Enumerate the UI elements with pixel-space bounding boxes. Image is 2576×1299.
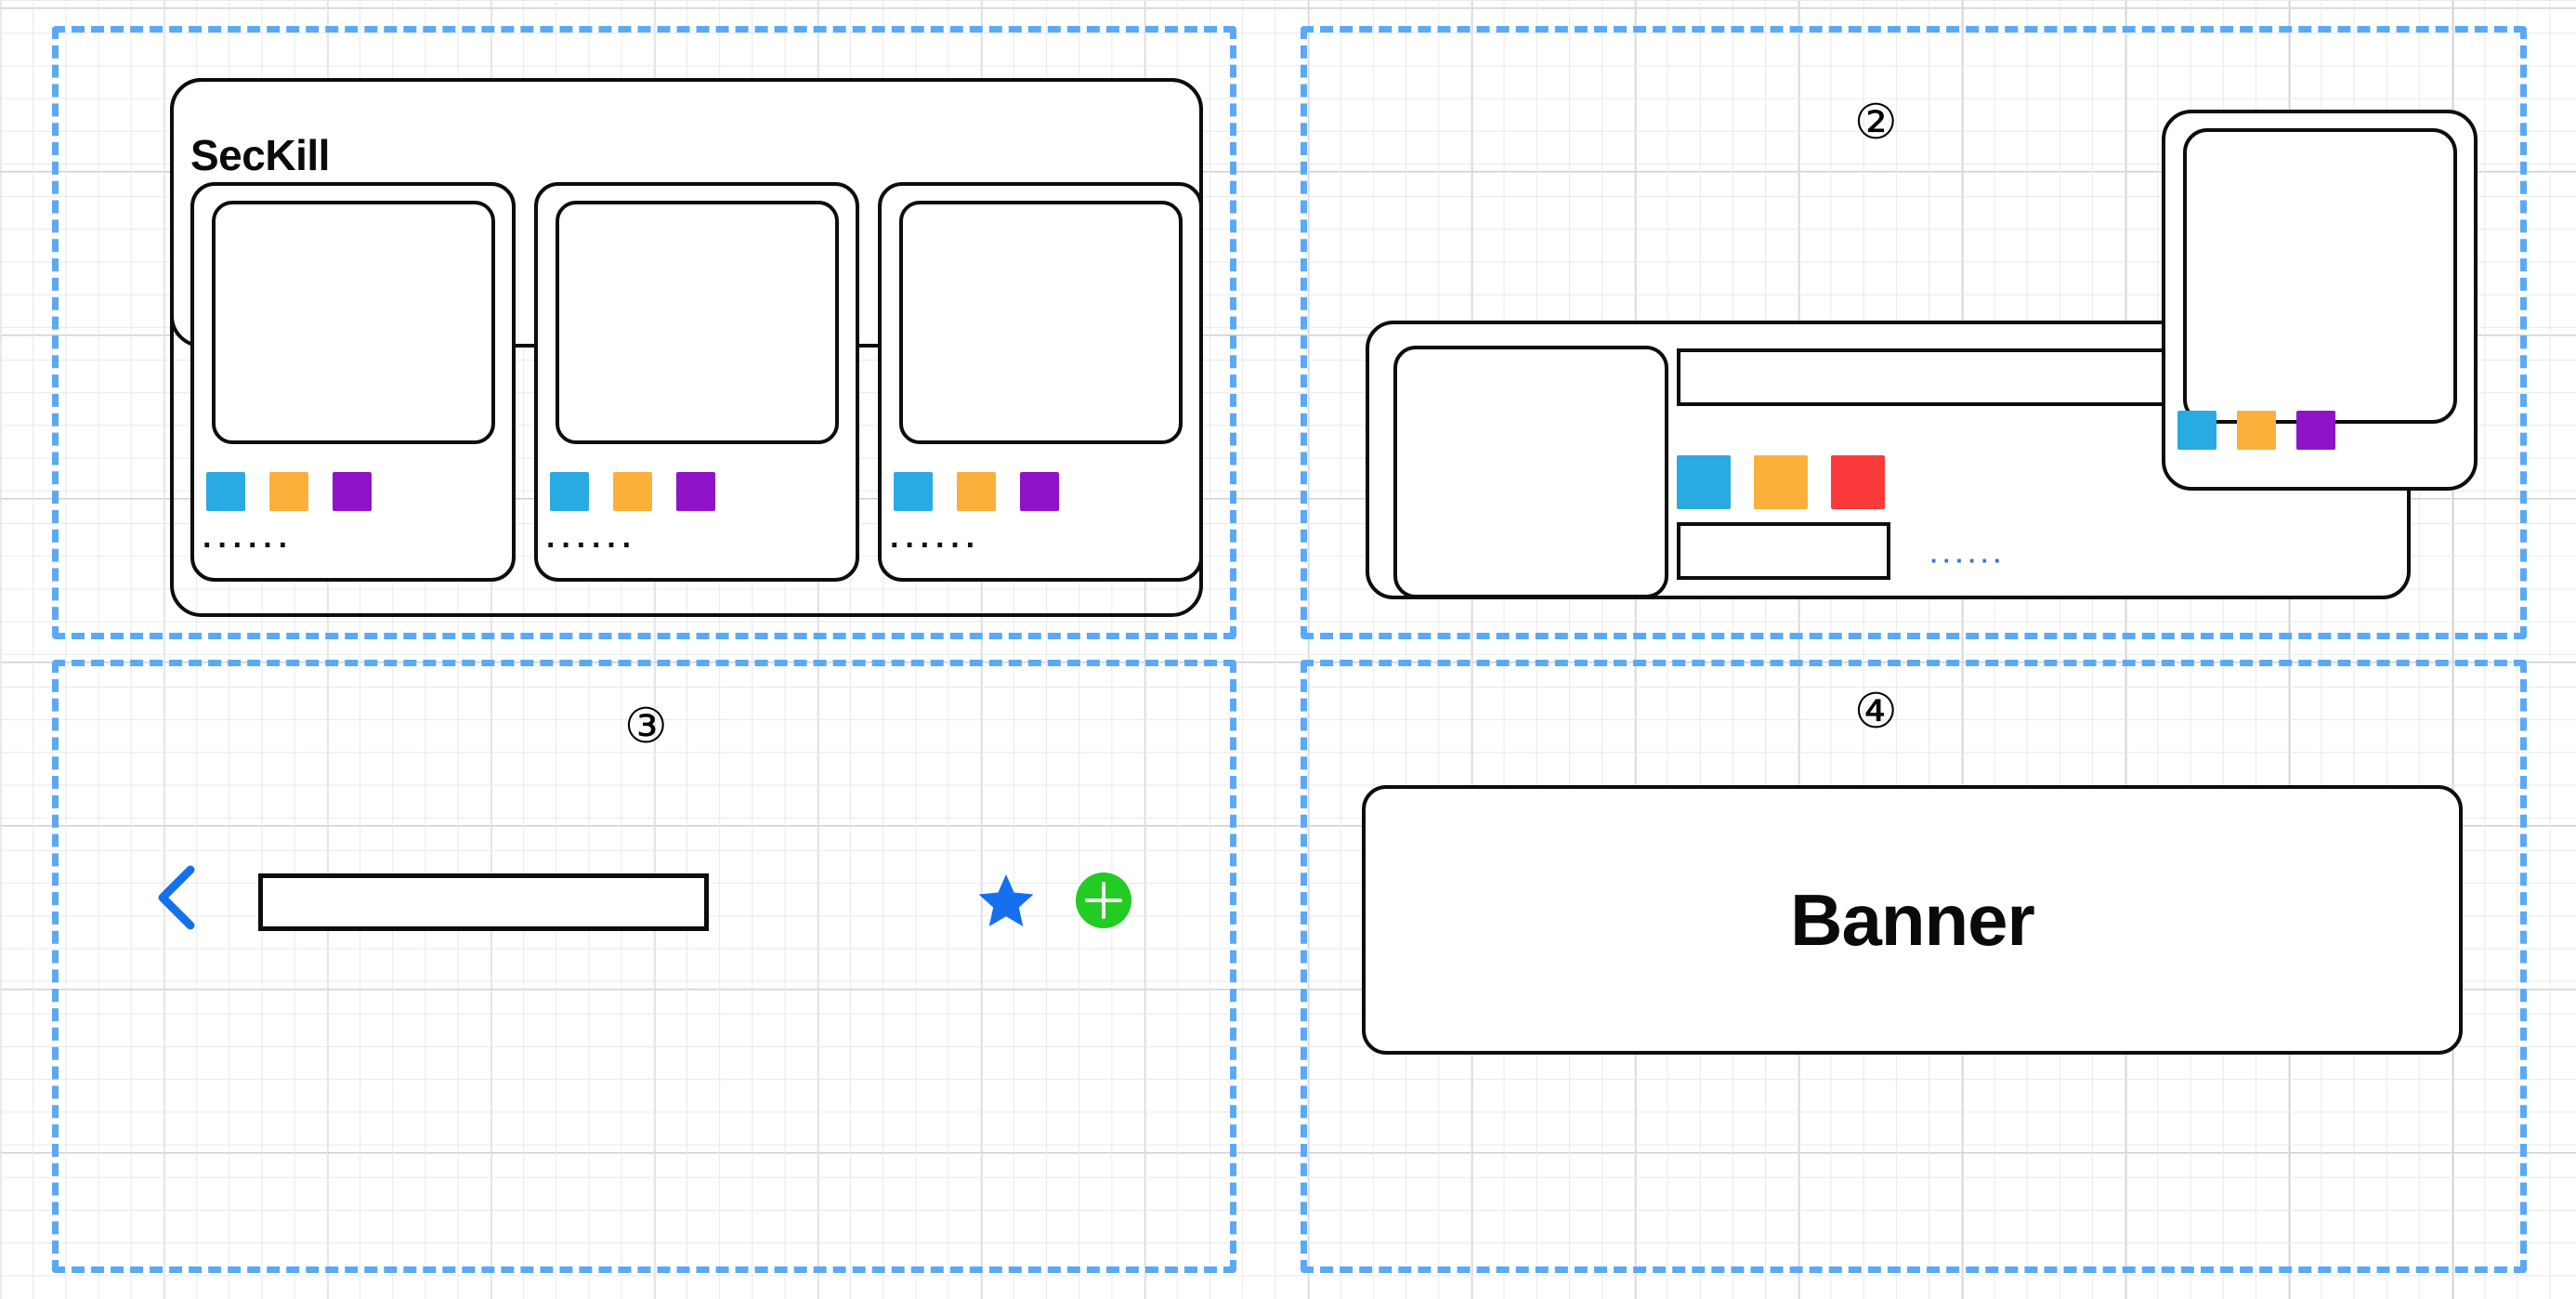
- seckill-card-2-chip-purple: [676, 472, 715, 511]
- quadrant-guide-2: [1301, 26, 2527, 639]
- seckill-card-3-ellipsis: ······: [890, 528, 981, 563]
- seckill-card-2-ellipsis: ······: [546, 528, 637, 563]
- wide-list-item-chip-red: [1831, 455, 1885, 509]
- seckill-card-1-thumbnail: [212, 201, 495, 444]
- seckill-card-3-chip-blue: [894, 472, 933, 511]
- section-number-3: ③: [624, 699, 668, 754]
- seckill-card-1-chip-blue: [206, 472, 245, 511]
- plus-circle-icon[interactable]: [1075, 872, 1132, 929]
- overlay-detail-card-chip-orange: [2237, 411, 2276, 450]
- wide-list-item-chip-blue: [1677, 455, 1731, 509]
- seckill-card-2-chip-blue: [550, 472, 589, 511]
- seckill-card-3-thumbnail: [899, 201, 1183, 444]
- wide-list-item-thumbnail: [1393, 346, 1668, 598]
- section-number-4: ④: [1854, 684, 1898, 740]
- wide-list-item-ellipsis: ······: [1930, 546, 2007, 574]
- overlay-detail-card-thumbnail: [2183, 128, 2457, 424]
- quadrant-guide-3: [52, 660, 1236, 1273]
- seckill-card-2-chip-orange: [613, 472, 652, 511]
- seckill-card-1-chip-purple: [333, 472, 372, 511]
- overlay-detail-card-chip-purple: [2296, 411, 2335, 450]
- chevron-left-icon[interactable]: [153, 864, 202, 931]
- seckill-card-1-ellipsis: ······: [203, 528, 294, 563]
- quadrant-guide-4: [1301, 660, 2527, 1273]
- overlay-detail-card-chip-blue: [2177, 411, 2216, 450]
- seckill-card-3-chip-purple: [1020, 472, 1059, 511]
- seckill-card-1-chip-orange: [269, 472, 308, 511]
- seckill-card-3-chip-orange: [957, 472, 996, 511]
- banner-box[interactable]: Banner: [1362, 785, 2463, 1055]
- seckill-card-2-thumbnail: [556, 201, 839, 444]
- star-icon[interactable]: [977, 872, 1035, 929]
- seckill-title: SecKill: [190, 131, 330, 179]
- seckill-module-frame: [170, 78, 1203, 617]
- banner-label: Banner: [1790, 878, 2035, 961]
- wide-list-item-chip-orange: [1754, 455, 1808, 509]
- wide-list-item-sub-box: [1677, 522, 1890, 580]
- section-number-2: ②: [1854, 95, 1898, 151]
- search-input[interactable]: [258, 873, 709, 931]
- quadrant-guide-1: [52, 26, 1236, 639]
